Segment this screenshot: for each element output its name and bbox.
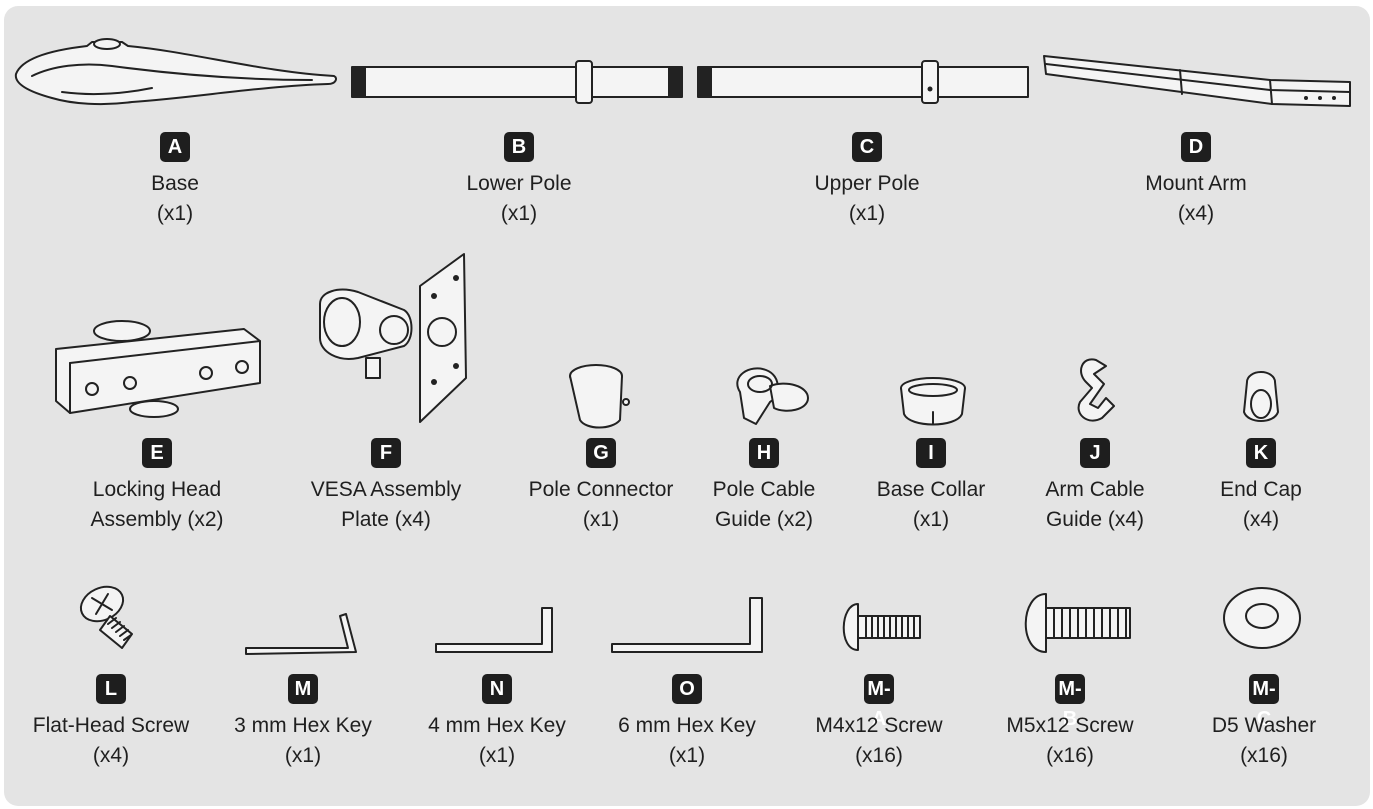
d5-washer-illustration	[1220, 584, 1304, 652]
part-m-label: 3 mm Hex Key(x1)	[234, 714, 372, 767]
part-k-label: End Cap(x4)	[1220, 478, 1302, 531]
end-cap-illustration	[1240, 368, 1282, 428]
part-a-label: Base(x1)	[151, 172, 199, 225]
m5x12-screw-illustration	[1014, 590, 1134, 656]
part-m-a-badge: M-A	[864, 674, 894, 730]
4mm-hex-key-illustration	[434, 604, 558, 656]
flat-head-screw-illustration	[76, 582, 140, 654]
part-m-a-label: M4x12 Screw(x16)	[815, 714, 943, 767]
part-k-badge: K	[1246, 438, 1276, 468]
part-o-badge: O	[672, 674, 702, 704]
part-f-badge: F	[371, 438, 401, 468]
part-l-label: Flat-Head Screw(x4)	[32, 714, 190, 767]
part-i-badge: I	[916, 438, 946, 468]
lower-pole-illustration	[350, 61, 686, 105]
part-g-badge: G	[586, 438, 616, 468]
pole-connector-illustration	[564, 362, 636, 432]
6mm-hex-key-illustration	[610, 594, 766, 656]
part-c-label: Upper Pole(x1)	[814, 172, 920, 225]
part-m-c-badge: M-C	[1249, 674, 1279, 730]
part-d-badge: D	[1181, 132, 1211, 162]
part-b-badge: B	[504, 132, 534, 162]
part-o-label: 6 mm Hex Key(x1)	[618, 714, 756, 767]
part-h-badge: H	[749, 438, 779, 468]
part-m-c-label: D5 Washer(x16)	[1211, 714, 1317, 767]
upper-pole-illustration	[696, 61, 1032, 105]
part-b-label: Lower Pole(x1)	[466, 172, 572, 225]
m4x12-screw-illustration	[834, 600, 924, 654]
part-l-badge: L	[96, 674, 126, 704]
part-a-badge: A	[160, 132, 190, 162]
pole-cable-guide-illustration	[726, 362, 812, 432]
mount-arm-illustration	[1040, 52, 1356, 108]
part-m-b-badge: M-B	[1055, 674, 1085, 730]
base-collar-illustration	[896, 374, 970, 430]
locking-head-assembly-illustration	[48, 311, 268, 423]
arm-cable-guide-illustration	[1072, 354, 1120, 430]
part-n-label: 4 mm Hex Key(x1)	[428, 714, 566, 767]
part-m-badge: M	[288, 674, 318, 704]
3mm-hex-key-illustration	[244, 612, 360, 656]
part-d-label: Mount Arm(x4)	[1145, 172, 1247, 225]
part-j-badge: J	[1080, 438, 1110, 468]
part-g-label: Pole Connector(x1)	[528, 478, 674, 531]
part-i-label: Base Collar(x1)	[876, 478, 986, 531]
part-n-badge: N	[482, 674, 512, 704]
parts-list-panel: A Base(x1) B Lower Pole(x1) C Upper Pole…	[4, 6, 1370, 806]
part-c-badge: C	[852, 132, 882, 162]
part-m-b-label: M5x12 Screw(x16)	[1006, 714, 1134, 767]
vesa-assembly-plate-illustration	[302, 248, 474, 426]
base-illustration	[12, 36, 342, 108]
part-e-badge: E	[142, 438, 172, 468]
